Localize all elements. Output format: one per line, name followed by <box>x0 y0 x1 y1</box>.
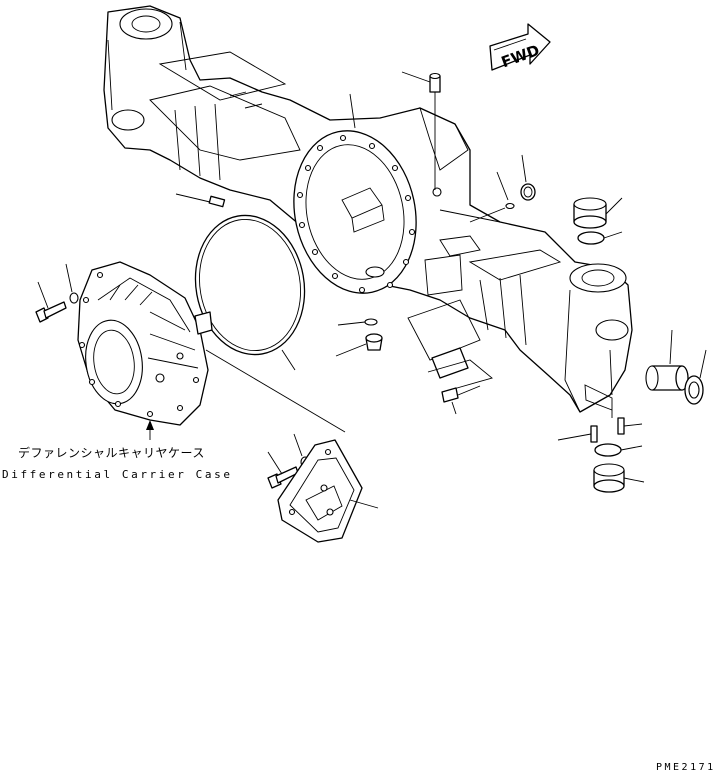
label-arrow <box>146 420 154 440</box>
part-name-japanese: デファレンシャルキャリヤケース <box>18 446 205 460</box>
right-side-bore <box>595 319 629 341</box>
gasket <box>194 214 306 371</box>
cover-plate <box>277 439 379 543</box>
bushing-lower <box>593 443 645 493</box>
dowel-pins <box>557 410 643 443</box>
drain-hole <box>365 266 385 278</box>
drawing-code: PME2171 <box>656 762 716 773</box>
banjo-opening <box>293 130 417 294</box>
right-knuckle-bore <box>569 263 627 293</box>
bolt-left <box>35 263 79 323</box>
name-plates <box>407 299 493 415</box>
thrust-washer-lower <box>594 443 622 457</box>
left-knuckle-bore <box>119 8 173 40</box>
differential-carrier-case <box>77 261 346 433</box>
guide-pin <box>175 193 226 208</box>
washer-left <box>69 292 79 304</box>
part-name-english: Differential Carrier Case <box>2 468 233 481</box>
plate <box>431 347 469 379</box>
axle-housing <box>103 5 633 413</box>
bushing-side <box>645 329 707 405</box>
breather-plug <box>469 154 536 223</box>
grease-fitting-top <box>401 71 441 190</box>
rim-bolt-holes <box>296 134 416 294</box>
left-lower-bore <box>111 109 145 131</box>
leader-housing <box>349 93 356 129</box>
carrier-bolt-holes <box>78 271 200 418</box>
thrust-washer-upper <box>577 231 605 245</box>
bushing-upper <box>573 197 623 245</box>
fwd-arrow: FWD <box>489 23 551 71</box>
drain-plug <box>335 318 383 357</box>
